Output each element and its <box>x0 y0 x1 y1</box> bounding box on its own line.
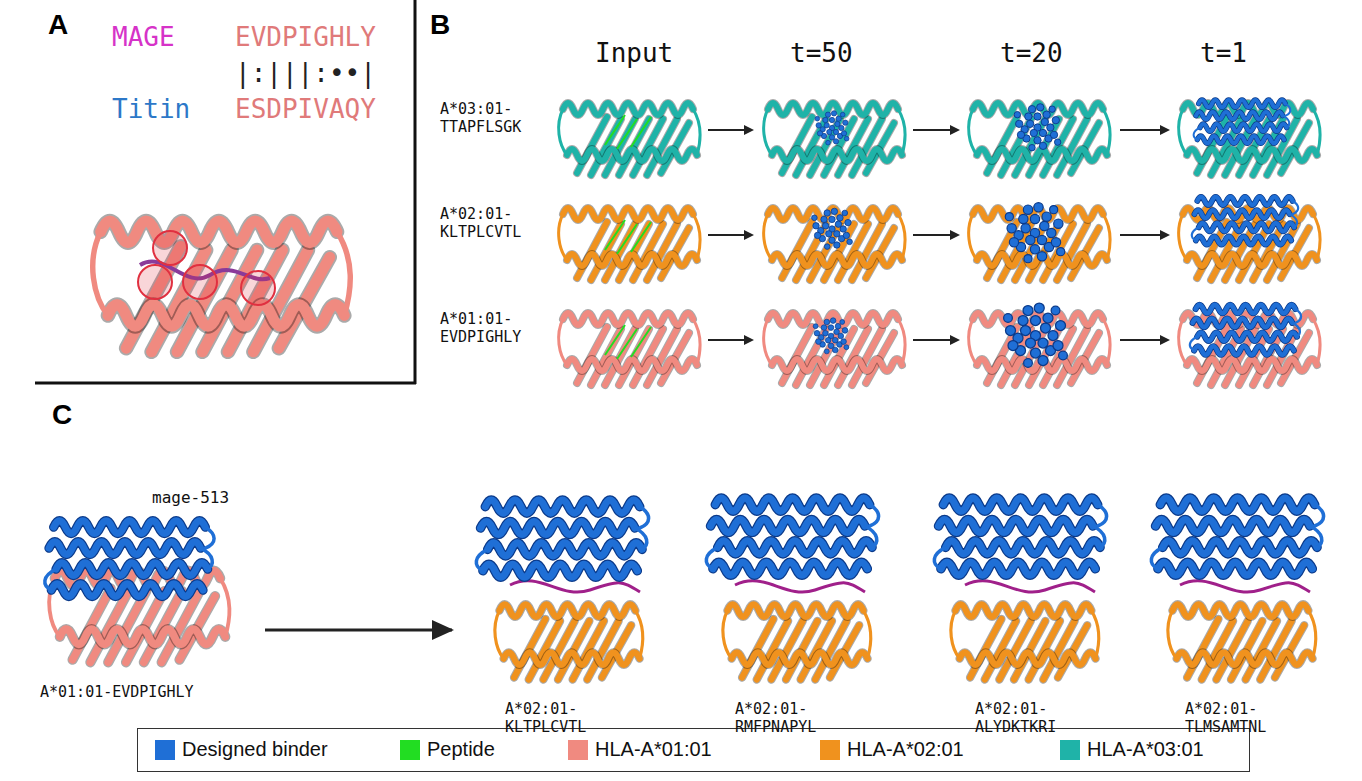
legend-swatch <box>568 740 588 760</box>
mhc-structure <box>93 221 351 352</box>
panel-letter: B <box>430 8 450 42</box>
legend-swatch <box>1060 740 1080 760</box>
protein-name: MAGE <box>112 22 175 53</box>
panel-frame <box>35 0 416 384</box>
peptide-sequence: EVDPIGHLY <box>235 22 376 53</box>
column-header: t=50 <box>790 38 853 69</box>
complex-label: A*01:01-EVDPIGHLY <box>40 683 194 701</box>
legend-swatch <box>400 740 420 760</box>
step-arrow <box>708 130 1168 340</box>
row-label: A*02:01- KLTPLCVTL <box>440 205 540 241</box>
peptide-sequence: ESDPIVAQY <box>235 94 376 125</box>
row-label: A*03:01- TTAPFLSGK <box>440 100 540 136</box>
panel-letter: A <box>48 8 68 42</box>
binder-complex <box>45 498 1324 679</box>
complex-label: A*02:01- TLMSAMTNL <box>1185 700 1285 736</box>
legend-text: Designed binder <box>182 737 328 761</box>
legend-text: HLA-A*03:01 <box>1087 737 1204 761</box>
column-header: t=20 <box>1000 38 1063 69</box>
panel-letter: C <box>52 398 72 432</box>
legend-swatch <box>155 740 175 760</box>
legend-text: Peptide <box>427 737 495 761</box>
legend-swatch <box>820 740 840 760</box>
transfer-arrow <box>265 629 452 632</box>
legend-text: HLA-A*02:01 <box>847 737 964 761</box>
protein-name: Titin <box>112 94 190 125</box>
design-name: mage-513 <box>152 488 229 507</box>
complex-label: A*02:01- KLTPLCVTL <box>505 700 605 736</box>
diffusion-trajectory <box>559 100 1321 385</box>
complex-label: A*02:01- ALYDKTKRI <box>975 700 1075 736</box>
legend-text: HLA-A*01:01 <box>595 737 712 761</box>
column-header: t=1 <box>1200 38 1247 69</box>
row-label: A*01:01- EVDPIGHLY <box>440 310 540 346</box>
complex-label: A*02:01- RMFPNAPYL <box>735 700 835 736</box>
column-header: Input <box>595 38 673 69</box>
alignment-symbols: |:|||:••| <box>235 58 376 89</box>
